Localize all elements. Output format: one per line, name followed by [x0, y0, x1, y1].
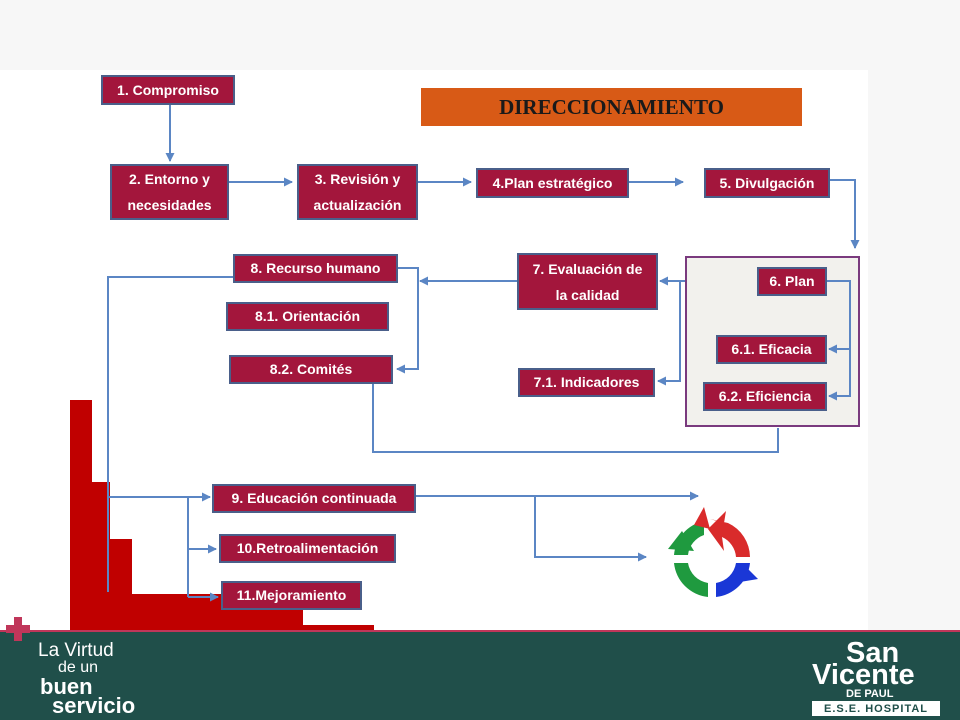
edge-5-group — [830, 179, 860, 249]
edge-group-71 — [657, 280, 685, 386]
edge-8-82 — [396, 267, 419, 374]
logo-name-line-3: DE PAUL — [846, 688, 894, 700]
node-81-orientacion: 8.1. Orientación — [226, 302, 389, 331]
node-5-divulgacion: 5. Divulgación — [704, 168, 830, 198]
edge-6-61 — [827, 280, 851, 354]
node-9-educacion: 9. Educación continuada — [212, 484, 416, 513]
node-4-plan-estrategico: 4.Plan estratégico — [476, 168, 629, 198]
diagram-title: DIRECCIONAMIENTO — [421, 88, 802, 126]
slide-left-margin — [0, 70, 68, 632]
node-62-eficiencia: 6.2. Eficiencia — [703, 382, 827, 411]
edge-82-loop — [372, 383, 779, 453]
slogan-line-3: buen — [40, 674, 93, 699]
footer-accent-line — [0, 630, 960, 633]
node-2-entorno: 2. Entorno y necesidades — [110, 164, 229, 220]
edge-6-62 — [828, 349, 851, 401]
node-8-recurso-humano: 8. Recurso humano — [233, 254, 398, 283]
node-10-retroalimentacion: 10.Retroalimentación — [219, 534, 396, 563]
node-3-revision: 3. Revisión y actualización — [297, 164, 418, 220]
node-71-indicadores: 7.1. Indicadores — [518, 368, 655, 397]
slogan-line-2: de un — [58, 659, 99, 676]
logo-hospital-strip: E.S.E. HOSPITAL — [812, 701, 940, 716]
logo-name-line-1: San — [846, 637, 900, 669]
footer-bar — [0, 632, 960, 720]
edge-8-left — [107, 276, 233, 592]
slide-top-band — [0, 0, 960, 70]
slogan-line-1: La Virtud — [38, 640, 114, 661]
edge-9-cycle — [534, 496, 647, 562]
node-11-mejoramiento: 11.Mejoramiento — [221, 581, 362, 610]
node-6-plan: 6. Plan — [757, 267, 827, 296]
node-1-compromiso: 1. Compromiso — [101, 75, 235, 105]
slogan-line-4: servicio — [52, 693, 136, 718]
node-7-evaluacion: 7. Evaluación de la calidad — [517, 253, 658, 310]
node-82-comites: 8.2. Comités — [229, 355, 393, 384]
logo-name-line-2: Vicente — [812, 659, 915, 691]
node-61-eficacia: 6.1. Eficacia — [716, 335, 827, 364]
slide-right-band — [868, 0, 960, 632]
